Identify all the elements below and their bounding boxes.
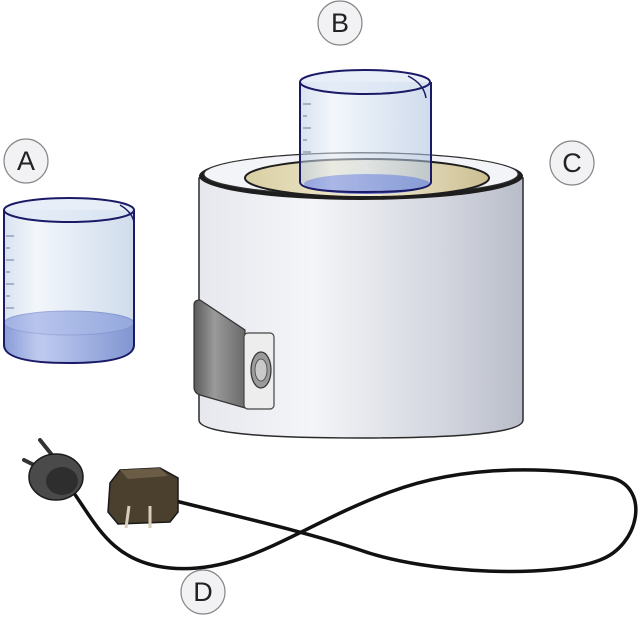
heating-mantle-icon (193, 152, 524, 439)
label-b: B (317, 0, 363, 46)
label-c-text: C (562, 148, 582, 178)
label-d: D (180, 569, 226, 615)
adapter-plug-icon (107, 467, 179, 529)
beaker-a-icon (3, 197, 135, 365)
label-b-text: B (331, 8, 349, 38)
label-a-text: A (17, 146, 35, 176)
label-d-text: D (193, 577, 213, 607)
beaker-b-icon (299, 69, 432, 194)
label-a: A (3, 138, 49, 184)
label-c: C (549, 140, 595, 186)
round-plug-icon (22, 438, 84, 501)
power-cord-icon (22, 438, 638, 574)
